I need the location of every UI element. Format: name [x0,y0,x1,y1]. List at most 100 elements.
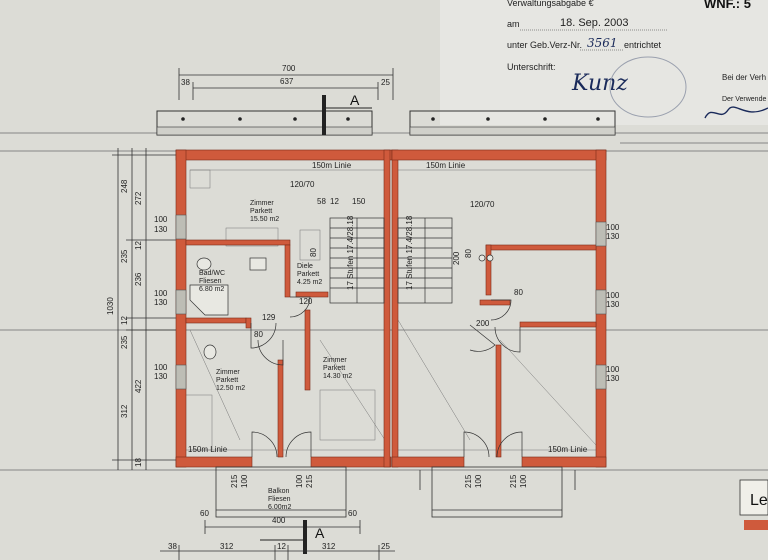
dim-left-235a: 235 [120,249,129,263]
stamp-note-2: Der Verwende [722,96,766,103]
dim-bottom-400: 400 [272,516,286,525]
party-wall-right [391,149,399,468]
win-right-2-h: 130 [606,300,620,309]
stamp-date-value: 18. Sep. 2003 [560,17,629,29]
balcony-right [419,466,576,518]
room-balkon-area: 6.00m2 [268,504,291,511]
door-b3-100: 100 [474,474,483,488]
dim-top-38: 38 [181,78,190,87]
wall-bottom-right-a [391,456,465,468]
dim-door-200-r2: 200 [476,319,490,328]
stamp-ref-value: 3561 [587,36,618,50]
dim-120: 120 [299,297,313,306]
door-swings [250,296,523,458]
win-right-1-w: 100 [606,223,620,232]
dim-bottom-312b: 312 [322,542,336,551]
dim-left-248: 248 [120,179,129,193]
wall-bottom-left-b [310,456,392,468]
svg-text:A: A [315,525,325,541]
dim-left-12b: 12 [120,316,129,325]
linie-bottom-right: 150m Linie [548,445,588,454]
stamp-header-right: WNF.: 5 [704,0,751,11]
wall-bottom-right-b [521,456,607,468]
win-right-3-w: 100 [606,365,620,374]
wall-top-left [175,149,393,161]
dim-door-80: 80 [254,330,263,339]
stair-left [329,217,385,304]
dim-top-25: 25 [381,78,390,87]
room-bad-area: 6.80 m2 [199,286,224,293]
door-b2-215: 215 [305,474,314,488]
wall-top-right [391,149,607,161]
door-b2-100: 100 [295,474,304,488]
room-diele-floor: Parkett [297,271,319,278]
svg-text:A: A [350,92,360,108]
door-b1-215: 215 [230,474,239,488]
door-b4-100: 100 [519,474,528,488]
room-zimmer-left-floor: Parkett [216,377,238,384]
stamp-ref-suffix: entrichtet [624,40,662,50]
dim-left-236: 236 [134,272,143,286]
dim-door-80-r2: 80 [514,288,523,297]
top-dimension-lines [178,68,394,100]
dim-129: 129 [262,313,276,322]
dim-left-12a: 12 [134,241,143,250]
lvw-right: 120/70 [470,200,495,209]
wall-bottom-left-a [175,456,253,468]
stair-right [397,217,453,304]
dim-top-700: 700 [282,64,296,73]
room-zimmer-mid-name: Zimmer [323,357,347,364]
linie-top-left: 150m Linie [312,161,352,170]
dim-bottom-38: 38 [168,542,177,551]
dim-top-637: 637 [280,77,294,86]
dim-left-272: 272 [134,191,143,205]
win-left-3-w: 100 [154,363,168,372]
lvw-left: 120/70 [290,180,315,189]
dim-left-422: 422 [134,379,143,393]
dim-bottom-312a: 312 [220,542,234,551]
room-bad-name: Bad/WC [199,270,225,277]
balcony-left [204,466,361,534]
dim-left-312: 312 [120,404,129,418]
stair-right-label: 17 Stufen 17.4/28.18 [405,215,414,290]
title-block-accent [744,520,768,530]
dim-58: 58 [317,197,326,206]
title-block [739,479,768,516]
dim-bottom-60a: 60 [200,509,209,518]
door-b4-215: 215 [509,474,518,488]
room-balkon-name: Balkon [268,488,290,495]
left-dimension-lines [112,148,176,470]
stair-left-label: 17 Stufen 17.4/28.18 [346,215,355,290]
door-b1-100: 100 [240,474,249,488]
room-zimmer-top-area: 15.50 m2 [250,216,279,223]
door-b3-215: 215 [464,474,473,488]
dim-150: 150 [352,197,366,206]
eaves-band-left [156,110,373,136]
round-seal [609,56,687,118]
dim-door-200-r: 200 [452,251,461,265]
room-diele-name: Diele [297,263,313,270]
title-block-text: Le [750,492,768,509]
room-zimmer-left-area: 12.50 m2 [216,385,245,392]
dim-door-80-top: 80 [309,248,318,257]
room-diele-area: 4.25 m2 [297,279,322,286]
stamp-area [440,0,768,125]
stamp-signature-label: Unterschrift: [507,62,556,72]
room-zimmer-top-name: Zimmer [250,200,274,207]
win-left-2-w: 100 [154,289,168,298]
stamp-signature: Kunz [571,71,628,96]
section-marker-top: A [322,92,372,135]
dim-door-80-r: 80 [464,249,473,258]
room-zimmer-left-name: Zimmer [216,369,240,376]
stamp-note-1: Bei der Verh [722,73,766,82]
eaves-band-right [409,110,616,136]
dim-left-235b: 235 [120,335,129,349]
room-zimmer-mid-floor: Parkett [323,365,345,372]
win-right-2-w: 100 [606,291,620,300]
room-zimmer-mid-area: 14.30 m2 [323,373,352,380]
room-bad-floor: Fliesen [199,278,222,285]
stamp-scribble [704,106,768,119]
stamp-date-label: am [507,19,520,29]
dim-12: 12 [330,197,339,206]
